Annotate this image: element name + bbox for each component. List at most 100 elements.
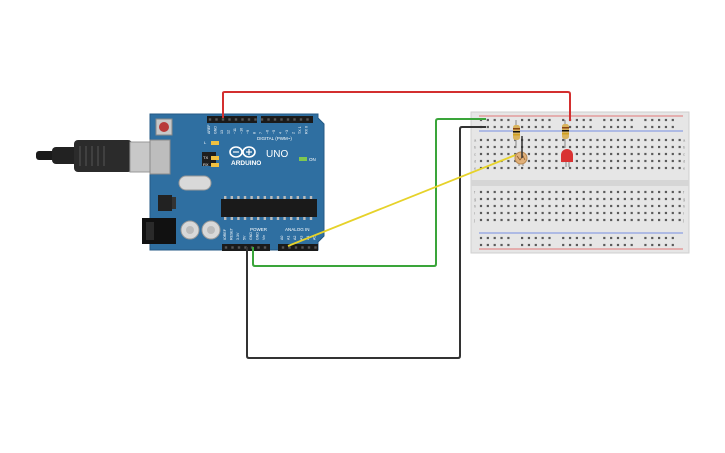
breadboard-hole[interactable]: [541, 159, 544, 163]
breadboard-hole[interactable]: [623, 118, 626, 122]
breadboard-hole[interactable]: [616, 152, 620, 156]
breadboard-hole[interactable]: [603, 211, 606, 215]
breadboard-hole[interactable]: [637, 197, 640, 201]
breadboard-hole[interactable]: [630, 145, 633, 149]
breadboard-hole[interactable]: [616, 159, 620, 163]
breadboard-hole[interactable]: [651, 152, 654, 156]
breadboard-hole[interactable]: [603, 204, 606, 208]
breadboard-hole[interactable]: [610, 125, 613, 129]
breadboard-hole[interactable]: [507, 204, 510, 208]
breadboard-hole[interactable]: [589, 190, 592, 194]
breadboard-hole[interactable]: [568, 197, 572, 201]
breadboard-hole[interactable]: [582, 159, 585, 163]
breadboard-hole[interactable]: [596, 159, 599, 163]
breadboard-hole[interactable]: [507, 138, 510, 142]
breadboard-hole[interactable]: [616, 236, 620, 240]
breadboard-hole[interactable]: [671, 166, 674, 170]
breadboard-hole[interactable]: [664, 204, 668, 208]
breadboard-hole[interactable]: [589, 125, 592, 129]
breadboard-hole[interactable]: [568, 125, 572, 129]
breadboard-hole[interactable]: [637, 190, 640, 194]
breadboard-hole[interactable]: [596, 218, 599, 222]
breadboard-hole[interactable]: [610, 166, 613, 170]
breadboard-hole[interactable]: [493, 243, 496, 247]
breadboard-hole[interactable]: [589, 166, 592, 170]
breadboard-hole[interactable]: [521, 236, 524, 240]
breadboard-hole[interactable]: [562, 243, 565, 247]
breadboard-hole[interactable]: [637, 159, 640, 163]
breadboard-hole[interactable]: [630, 204, 633, 208]
breadboard-hole[interactable]: [637, 166, 640, 170]
breadboard-hole[interactable]: [534, 145, 537, 149]
header-pin-hole[interactable]: [234, 118, 238, 121]
resistor-ldr[interactable]: [513, 120, 520, 148]
breadboard-hole[interactable]: [637, 138, 640, 142]
breadboard-hole[interactable]: [493, 145, 496, 149]
breadboard-hole[interactable]: [658, 197, 661, 201]
breadboard-hole[interactable]: [644, 145, 647, 149]
breadboard-hole[interactable]: [575, 211, 578, 215]
breadboard-hole[interactable]: [575, 138, 578, 142]
breadboard-hole[interactable]: [568, 243, 572, 247]
breadboard-hole[interactable]: [486, 243, 489, 247]
breadboard-hole[interactable]: [562, 211, 565, 215]
breadboard-hole[interactable]: [527, 204, 531, 208]
breadboard-hole[interactable]: [527, 236, 531, 240]
breadboard-hole[interactable]: [671, 125, 674, 129]
breadboard-hole[interactable]: [671, 218, 674, 222]
breadboard-hole[interactable]: [637, 145, 640, 149]
breadboard-hole[interactable]: [534, 243, 537, 247]
breadboard-hole[interactable]: [630, 236, 633, 240]
breadboard-hole[interactable]: [678, 145, 681, 149]
breadboard-hole[interactable]: [644, 197, 647, 201]
breadboard-hole[interactable]: [630, 211, 633, 215]
breadboard-hole[interactable]: [534, 236, 537, 240]
breadboard-hole[interactable]: [630, 118, 633, 122]
breadboard-hole[interactable]: [555, 159, 558, 163]
breadboard-hole[interactable]: [637, 218, 640, 222]
breadboard-hole[interactable]: [527, 118, 531, 122]
breadboard-hole[interactable]: [658, 118, 661, 122]
header-pin-hole[interactable]: [247, 118, 251, 121]
breadboard-hole[interactable]: [582, 236, 585, 240]
breadboard-hole[interactable]: [610, 138, 613, 142]
breadboard-hole[interactable]: [630, 159, 633, 163]
header-pin-hole[interactable]: [263, 246, 267, 249]
breadboard-hole[interactable]: [603, 218, 606, 222]
breadboard-hole[interactable]: [514, 152, 517, 156]
breadboard-hole[interactable]: [630, 218, 633, 222]
breadboard-hole[interactable]: [644, 118, 647, 122]
breadboard-hole[interactable]: [651, 138, 654, 142]
breadboard-hole[interactable]: [589, 236, 592, 240]
breadboard-hole[interactable]: [596, 145, 599, 149]
breadboard-hole[interactable]: [486, 166, 489, 170]
breadboard-hole[interactable]: [521, 125, 524, 129]
breadboard-hole[interactable]: [500, 236, 503, 240]
breadboard-hole[interactable]: [500, 211, 503, 215]
breadboard-hole[interactable]: [671, 243, 674, 247]
breadboard-hole[interactable]: [630, 152, 633, 156]
breadboard-hole[interactable]: [630, 243, 633, 247]
breadboard-hole[interactable]: [507, 152, 510, 156]
breadboard-hole[interactable]: [651, 218, 654, 222]
breadboard-hole[interactable]: [555, 204, 558, 208]
breadboard-hole[interactable]: [582, 145, 585, 149]
breadboard-hole[interactable]: [548, 211, 551, 215]
header-pin-hole[interactable]: [215, 118, 218, 121]
breadboard-hole[interactable]: [500, 145, 503, 149]
breadboard-hole[interactable]: [603, 118, 606, 122]
breadboard-hole[interactable]: [507, 125, 510, 129]
breadboard-hole[interactable]: [630, 138, 633, 142]
breadboard-hole[interactable]: [658, 138, 661, 142]
breadboard-hole[interactable]: [603, 190, 606, 194]
breadboard-hole[interactable]: [479, 218, 483, 222]
breadboard-hole[interactable]: [671, 118, 674, 122]
breadboard-hole[interactable]: [658, 166, 661, 170]
breadboard-hole[interactable]: [562, 145, 565, 149]
breadboard-hole[interactable]: [616, 218, 620, 222]
breadboard-hole[interactable]: [562, 190, 565, 194]
breadboard-hole[interactable]: [548, 118, 551, 122]
breadboard-hole[interactable]: [562, 236, 565, 240]
breadboard-hole[interactable]: [644, 211, 647, 215]
breadboard-hole[interactable]: [623, 204, 626, 208]
